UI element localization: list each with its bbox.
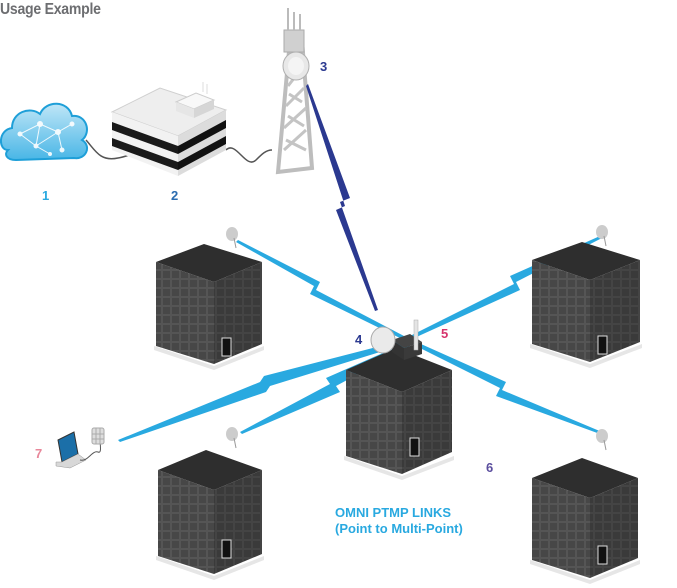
caption: OMNI PTMP LINKS (Point to Multi-Point) <box>335 505 463 537</box>
dish-antenna-icon <box>596 429 608 451</box>
dish-antenna-icon <box>596 225 608 247</box>
omni-antenna-icon <box>413 319 419 351</box>
laptop-icon <box>55 427 105 469</box>
label-4: 4 <box>355 332 363 347</box>
label-6: 6 <box>486 460 494 475</box>
dish-antenna-icon <box>226 427 238 449</box>
label-5: 5 <box>441 326 449 341</box>
label-7: 7 <box>35 446 43 461</box>
backhaul-link <box>306 84 378 311</box>
dish-antenna-icon <box>226 227 238 249</box>
link-to-building-bottom-right <box>410 340 602 434</box>
label-3: 3 <box>320 59 328 74</box>
building-top-left <box>154 227 264 370</box>
building-hub <box>344 319 454 480</box>
link-to-laptop <box>118 340 406 442</box>
hub-dish-icon <box>370 326 396 354</box>
data-center-icon <box>110 82 228 176</box>
building-bottom-right <box>530 429 640 584</box>
link-to-building-top-left <box>236 240 404 339</box>
label-1: 1 <box>42 188 50 203</box>
label-2: 2 <box>171 188 179 203</box>
building-top-right <box>530 225 642 368</box>
caption-line-1: OMNI PTMP LINKS <box>335 505 452 520</box>
cable-datacenter-to-tower <box>225 147 273 163</box>
caption-line-2: (Point to Multi-Point) <box>335 521 463 536</box>
page-title: Usage Example <box>0 1 101 18</box>
cloud-icon <box>0 102 89 162</box>
building-bottom-left <box>156 427 264 580</box>
grid-antenna-icon <box>91 427 105 445</box>
tower-icon <box>275 8 315 175</box>
